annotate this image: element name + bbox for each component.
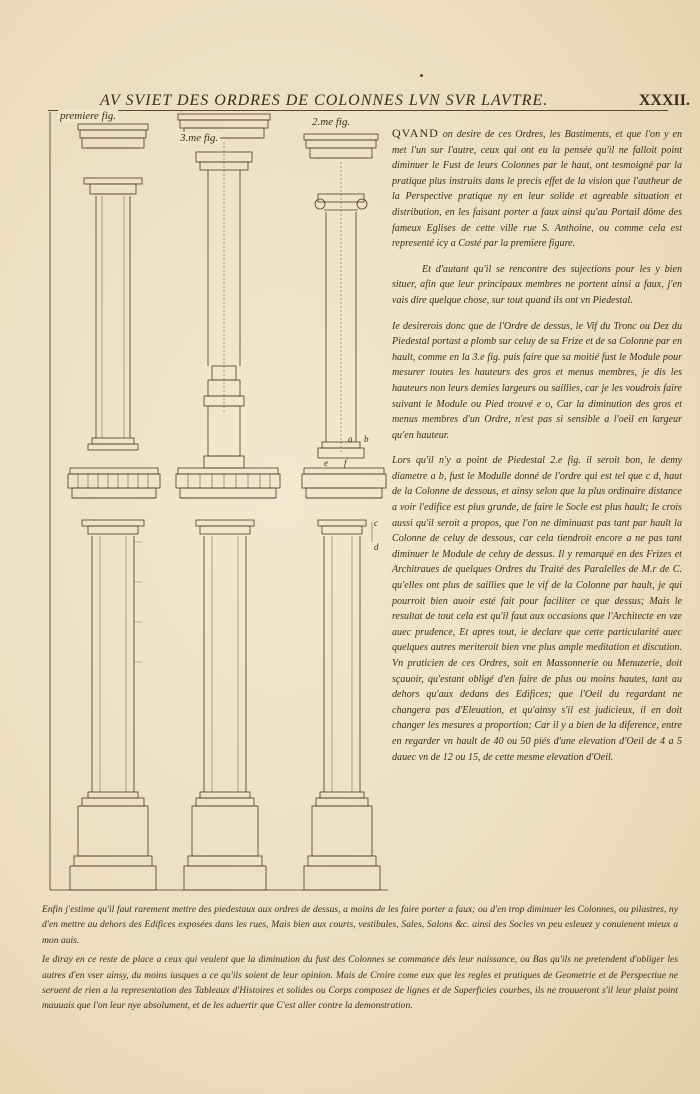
bottom-text: Enfin j'estime qu'il faut rarement mettr… xyxy=(42,902,678,1018)
figure-2-columns xyxy=(301,133,387,891)
letter-e: e xyxy=(324,458,328,468)
page-title: AV SVIET DES ORDRES DE COLONNES LVN SVR … xyxy=(100,92,549,109)
paragraph-4: Lors qu'il n'y a point de Piedestal 2.e … xyxy=(392,455,682,763)
page-number: XXXII. xyxy=(638,92,690,109)
paragraph-1-body: on desire de ces Ordres, les Bastiments,… xyxy=(392,129,682,250)
figure-3-columns xyxy=(175,113,281,891)
column-orders-plate: premiere fig. 3.me fig. 2.me fig. a b e … xyxy=(48,110,393,892)
paragraph-3: Ie desirerois donc que de l'Ordre de des… xyxy=(392,320,682,441)
ink-dot xyxy=(420,74,423,77)
figure-label-second: 2.me fig. xyxy=(310,116,353,128)
paragraph-2: Et d'autant qu'il se rencontre des sujec… xyxy=(392,263,682,306)
figure-label-third: 3.me fig. xyxy=(178,132,221,144)
letter-c: c xyxy=(374,518,378,528)
figure-label-premiere: premiere fig. xyxy=(58,110,119,122)
bottom-paragraph-2: Ie diray en ce reste de place a ceux qui… xyxy=(42,954,678,1012)
letter-d: d xyxy=(374,542,379,552)
page-header: AV SVIET DES ORDRES DE COLONNES LVN SVR … xyxy=(100,92,690,114)
letter-a: a xyxy=(348,434,353,444)
letter-b: b xyxy=(364,434,369,444)
figure-1-columns xyxy=(67,123,161,891)
main-text-column: QVAND on desire de ces Ordres, les Basti… xyxy=(392,126,682,775)
letter-f: f xyxy=(344,458,347,468)
bottom-paragraph-1: Enfin j'estime qu'il faut rarement mettr… xyxy=(42,904,678,946)
paragraph-1: QVAND on desire de ces Ordres, les Basti… xyxy=(392,126,682,252)
header-rule xyxy=(48,110,668,111)
columns-engraving xyxy=(49,112,388,891)
paragraph-1-lead: QVAND xyxy=(392,126,439,140)
